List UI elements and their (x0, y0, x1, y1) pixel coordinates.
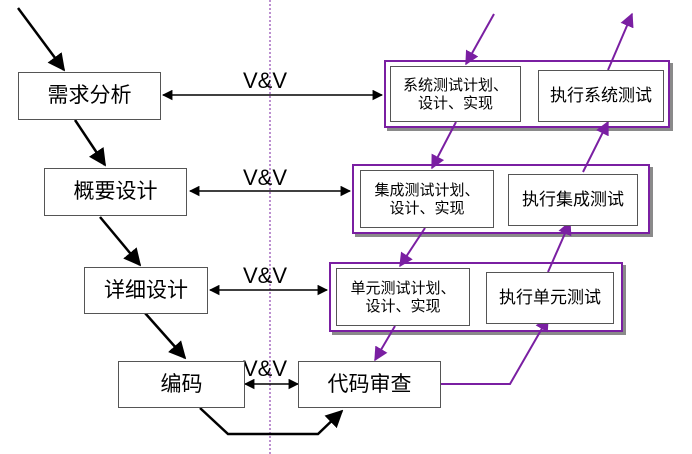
integration-test-exec-box: 执行集成测试 (508, 174, 638, 226)
phase-requirements-analysis: 需求分析 (18, 72, 161, 120)
arrow-review-to-unit-exec (441, 316, 549, 385)
vv-label-outline: V&V (243, 165, 288, 190)
unit-test-group (329, 262, 623, 332)
phase-code-review: 代码审查 (298, 361, 441, 408)
unit-test-plan-line1: 单元测试计划、 (350, 279, 456, 297)
arrow-outline-to-detailed (99, 216, 142, 267)
arrow-detailed-to-coding (144, 312, 187, 360)
unit-test-plan-box: 单元测试计划、 设计、实现 (336, 268, 470, 326)
integration-test-plan-box: 集成测试计划、 设计、实现 (360, 170, 494, 228)
vv-label-detailed: V&V (243, 263, 288, 288)
unit-test-plan-line2: 设计、实现 (365, 297, 441, 315)
system-test-plan-box: 系统测试计划、 设计、实现 (390, 66, 521, 122)
arrow-integration-plan-to-unit-plan (399, 227, 426, 268)
arrow-integration-exec-to-system-exec (582, 120, 609, 173)
system-test-exec-box: 执行系统测试 (538, 70, 664, 122)
vv-label-coding: V&V (243, 356, 288, 381)
system-test-plan-line2: 设计、实现 (417, 94, 493, 112)
system-test-group (384, 60, 670, 128)
arrow-into-requirements (16, 7, 66, 72)
phase-outline-design: 概要设计 (44, 168, 187, 216)
phase-coding: 编码 (118, 361, 245, 408)
integration-test-group (352, 164, 650, 234)
arrow-unit-plan-to-review (374, 325, 396, 362)
integration-test-plan-line1: 集成测试计划、 (374, 181, 480, 199)
integration-test-plan-line2: 设计、实现 (389, 199, 465, 217)
arrow-requirements-to-outline (73, 119, 107, 167)
arrow-into-system-plan (465, 13, 495, 66)
arrow-out-of-system-exec (607, 12, 634, 71)
phase-detailed-design: 详细设计 (84, 267, 208, 314)
arrow-system-plan-to-integration-plan (431, 121, 457, 170)
arrow-unit-exec-to-integration-exec (547, 220, 572, 273)
unit-test-exec-box: 执行单元测试 (486, 272, 614, 324)
vv-label-requirements: V&V (243, 68, 288, 93)
system-test-plan-line1: 系统测试计划、 (402, 76, 508, 94)
arrow-coding-to-review (199, 407, 344, 436)
